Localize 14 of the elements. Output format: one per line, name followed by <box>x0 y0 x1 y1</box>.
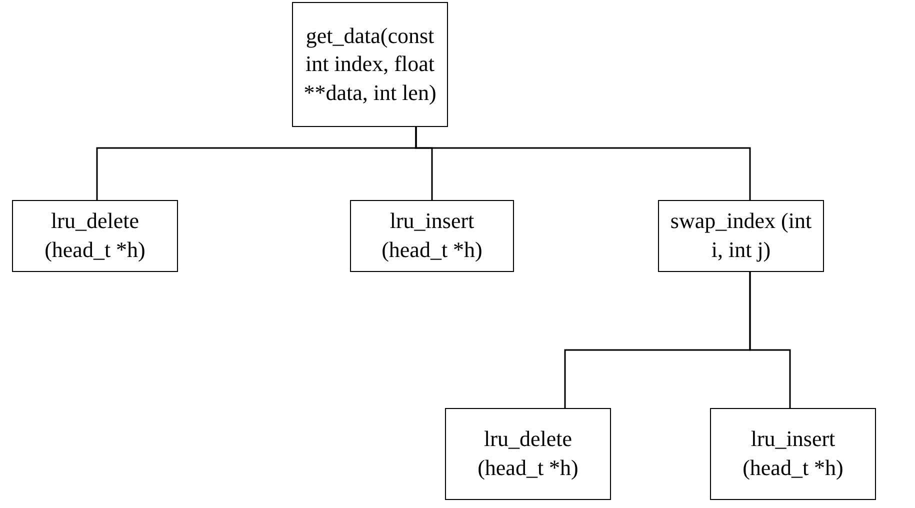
connector-line <box>415 127 751 200</box>
function-box <box>658 200 824 272</box>
function-box <box>12 200 178 272</box>
function-box <box>350 200 514 272</box>
function-signature: lru_delete (head_t *h) <box>476 425 580 482</box>
function-box <box>445 408 611 500</box>
function-signature: swap_index (int i, int j) <box>669 207 813 264</box>
function-signature: lru_insert (head_t *h) <box>380 207 484 264</box>
connector-line <box>749 272 791 408</box>
function-signature: get_data(const int index, float **data, int len) <box>302 22 438 107</box>
function-signature: lru_delete (head_t *h) <box>44 207 146 264</box>
function-box <box>710 408 876 500</box>
function-signature: lru_insert (head_t *h) <box>742 425 844 482</box>
function-box <box>292 2 448 127</box>
